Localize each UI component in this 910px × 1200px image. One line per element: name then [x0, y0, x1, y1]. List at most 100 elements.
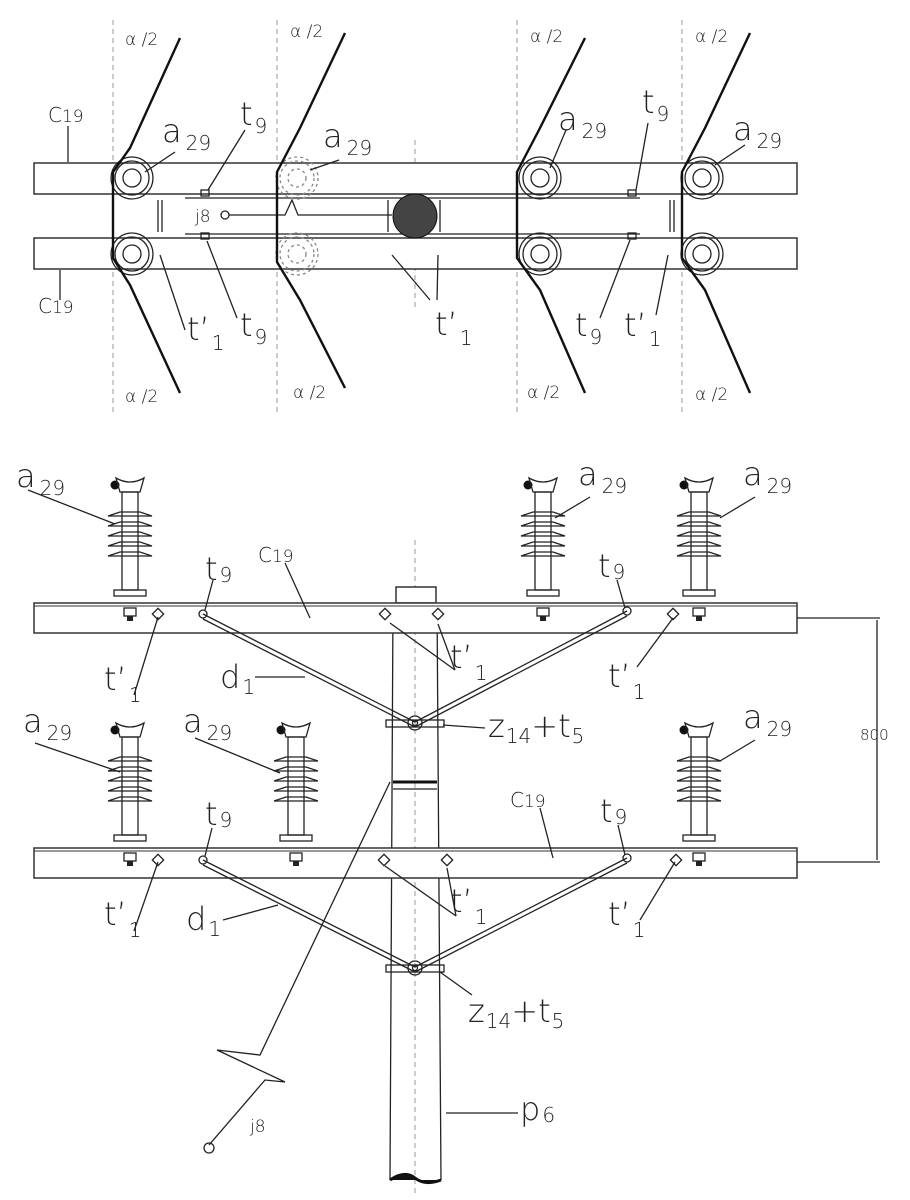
tie-clamp-label: t — [598, 547, 611, 585]
svg-text:a29: a29 — [733, 110, 782, 153]
insulator-label: a — [578, 455, 598, 493]
alpha-label: α /2 — [527, 383, 560, 403]
brace-label: d — [186, 900, 206, 938]
svg-text:t’1: t’1 — [624, 306, 661, 351]
insulator-label: a — [733, 110, 753, 148]
svg-text:C19: C19 — [48, 103, 84, 127]
crossarm-label: C — [48, 103, 62, 127]
pole — [389, 602, 442, 1181]
alpha-label: α /2 — [290, 22, 323, 42]
svg-text:a29: a29 — [23, 702, 72, 745]
bolt-icon — [431, 607, 445, 621]
svg-text:t’1: t’1 — [450, 882, 487, 929]
svg-text:C19: C19 — [510, 788, 546, 812]
svg-text:a29: a29 — [578, 455, 627, 498]
bolt-icon — [151, 853, 165, 867]
svg-text:z14+t5: z14+t5 — [468, 992, 564, 1033]
tie-clamp-label: t — [642, 83, 655, 121]
clamp-label: z — [488, 707, 505, 745]
svg-text:a29: a29 — [183, 702, 232, 745]
insulator-icon — [520, 476, 566, 621]
bolt-label: t’ — [624, 306, 647, 344]
svg-text:t9: t9 — [575, 306, 602, 349]
bolt-icon — [378, 607, 392, 621]
svg-text:C19: C19 — [38, 294, 74, 318]
top-view — [33, 20, 798, 415]
crossarm-lower — [33, 847, 798, 879]
svg-text:a29: a29 — [743, 455, 792, 498]
tie-clamp-label: t — [240, 95, 253, 133]
bolt-icon — [377, 853, 391, 867]
svg-text:t9: t9 — [205, 795, 232, 833]
bolt-label: t’ — [450, 882, 473, 920]
tie-clamp-label: t — [205, 795, 218, 833]
jumper-line — [229, 198, 392, 216]
svg-text:t’1: t’1 — [608, 657, 645, 704]
jumper-end — [203, 1142, 215, 1154]
svg-text:t9: t9 — [600, 792, 627, 830]
brace — [202, 613, 416, 723]
jumper-label: j — [194, 207, 200, 227]
svg-text:a29: a29 — [323, 117, 372, 160]
crossarm-label: C — [258, 543, 272, 567]
svg-text:a29: a29 — [162, 112, 211, 155]
insulator-top-icon — [110, 232, 154, 276]
insulator-label: a — [743, 698, 763, 736]
svg-text:t’1: t’1 — [450, 638, 487, 685]
front-view — [27, 476, 880, 1195]
svg-text:z14+t5: z14+t5 — [488, 707, 584, 748]
svg-text:t’1: t’1 — [104, 660, 141, 707]
svg-text:t9: t9 — [240, 306, 267, 349]
clamp-label: z — [468, 992, 485, 1030]
insulator-label: a — [183, 702, 203, 740]
insulator-label: a — [162, 112, 182, 150]
insulator-label: a — [23, 702, 43, 740]
pole-section — [392, 193, 438, 239]
insulator-label: a — [558, 100, 578, 138]
alpha-label: α /2 — [530, 27, 563, 47]
svg-text:j8: j8 — [249, 1117, 266, 1137]
bolt-icon — [440, 853, 454, 867]
bolt-label: t’ — [104, 895, 127, 933]
bolt-label: t’ — [608, 895, 631, 933]
bolt-label: t’ — [104, 660, 127, 698]
tie-clamp-label: t — [600, 792, 613, 830]
conductor — [111, 37, 182, 394]
svg-text:a29: a29 — [743, 698, 792, 741]
svg-text:t’1: t’1 — [435, 305, 472, 350]
jumper-line — [208, 781, 391, 1146]
brace — [202, 859, 416, 968]
bolt-icon — [151, 607, 165, 621]
crossarm-upper — [33, 602, 798, 634]
brace — [414, 610, 628, 723]
alpha-label: α /2 — [125, 30, 158, 50]
tie-clamp-label: t — [205, 550, 218, 588]
svg-text:t’1: t’1 — [104, 895, 141, 942]
svg-text:t’1: t’1 — [187, 310, 224, 355]
svg-text:a29: a29 — [16, 457, 65, 500]
top-view-labels: α /2 α /2 α /2 α /2 α /2 α /2 α /2 α /2 … — [38, 22, 782, 407]
alpha-label: α /2 — [695, 27, 728, 47]
insulator-icon — [107, 476, 153, 621]
svg-text:a29: a29 — [558, 100, 607, 143]
insulator-top-icon — [110, 156, 154, 200]
bolt-label: t’ — [187, 310, 210, 348]
bolt-icon — [669, 853, 683, 867]
svg-text:t’1: t’1 — [608, 895, 645, 942]
alpha-label: α /2 — [695, 385, 728, 405]
tie-clamp-label: t — [240, 306, 253, 344]
conductor — [275, 32, 347, 389]
svg-text:p6: p6 — [520, 1090, 555, 1128]
insulator-top-icon — [275, 232, 319, 276]
crossarm-label: C — [38, 294, 52, 318]
brace-label: d — [220, 658, 240, 696]
pole-label: p — [520, 1090, 540, 1128]
insulator-label: a — [323, 117, 343, 155]
crossarm-top — [33, 162, 798, 195]
bolt-icon — [666, 607, 680, 621]
dimension-label: 800 — [860, 726, 889, 744]
insulator-top-icon — [518, 232, 562, 276]
bolt-label: t’ — [608, 657, 631, 695]
